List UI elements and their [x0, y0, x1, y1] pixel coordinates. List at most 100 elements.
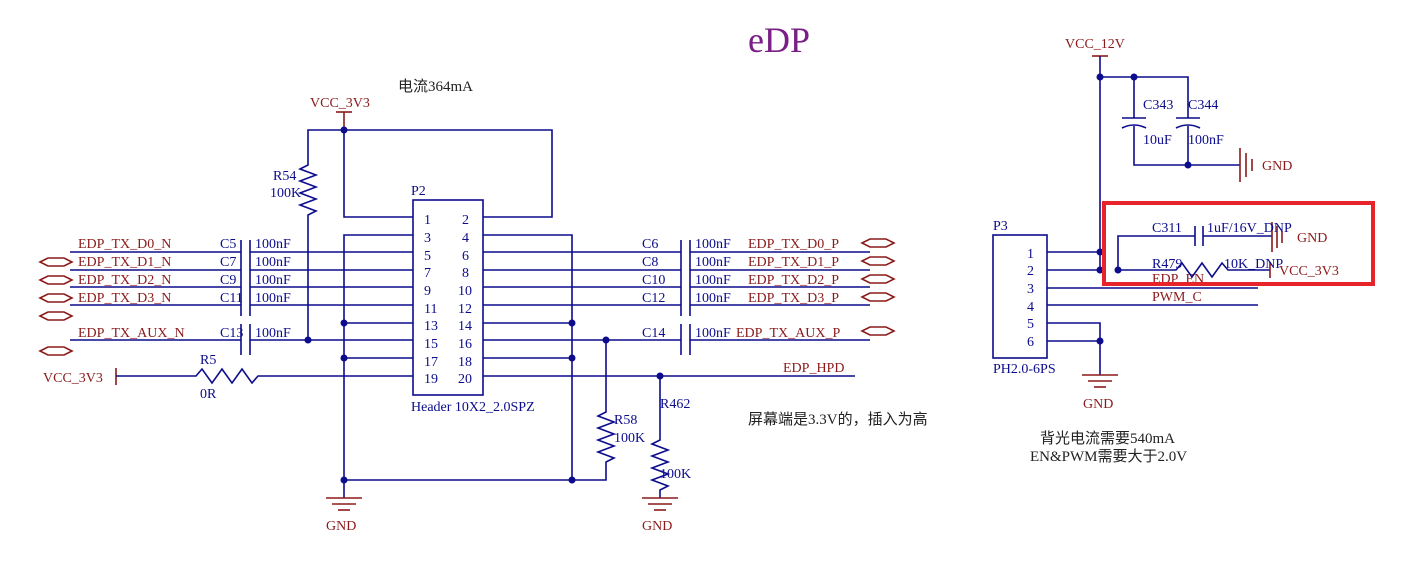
gnd-hpd-symbol	[642, 497, 678, 511]
p2-pin-19: 19	[424, 372, 438, 387]
backlight-current-note: 背光电流需要540mA	[1040, 430, 1175, 447]
p3-pin-2: 2	[1027, 264, 1034, 279]
signal-auxp: EDP_TX_AUX_P	[736, 326, 840, 341]
c7-value: 100nF	[255, 255, 291, 270]
en-pwm-note: EN&PWM需要大于2.0V	[1030, 448, 1187, 465]
c13-ref: C13	[220, 326, 243, 341]
c10-value: 100nF	[695, 273, 731, 288]
page-title: eDP	[748, 20, 810, 60]
p2-pin-2: 2	[462, 213, 469, 228]
c311-value: 1uF/16V_DNP	[1207, 221, 1292, 236]
right-signal-lines	[483, 251, 870, 341]
r5-value: 0R	[200, 387, 217, 402]
gnd-hpd-label: GND	[642, 519, 672, 534]
c11-value: 100nF	[255, 291, 291, 306]
r54-value: 100K	[270, 186, 301, 201]
vcc12v-label: VCC_12V	[1065, 37, 1125, 52]
flag-d0n	[38, 257, 74, 267]
p2-ref: P2	[411, 184, 426, 199]
p3-connector-body	[992, 234, 1048, 359]
c8-ref: C8	[642, 255, 658, 270]
junction-pin17	[340, 354, 348, 362]
r54-resistor	[297, 129, 344, 340]
c343-value: 10uF	[1143, 133, 1172, 148]
r479-value: 10K_DNP	[1224, 257, 1283, 272]
flag-d2p	[860, 274, 896, 284]
r479-resistor	[1118, 261, 1270, 279]
p2-pin-10: 10	[458, 284, 472, 299]
highlight-box	[1102, 201, 1375, 286]
p2-pin-13: 13	[424, 319, 438, 334]
flag-d1n	[38, 275, 74, 285]
r479-ref: R479	[1152, 257, 1182, 272]
r54-ref: R54	[273, 169, 296, 184]
p2-connector-body	[412, 199, 484, 396]
signal-d1p: EDP_TX_D1_P	[748, 255, 839, 270]
flag-auxn	[38, 346, 74, 356]
p2-pin-20: 20	[458, 372, 472, 387]
p2-pin-14: 14	[458, 319, 472, 334]
c13-value: 100nF	[255, 326, 291, 341]
gnd-c311-symbol	[1271, 222, 1283, 252]
flag-d1p	[860, 256, 896, 266]
c344-ref: C344	[1188, 98, 1218, 113]
signal-d2p: EDP_TX_D2_P	[748, 273, 839, 288]
signal-d3n: EDP_TX_D3_N	[78, 291, 171, 306]
right-caps	[680, 238, 691, 358]
p2-pin-8: 8	[462, 266, 469, 281]
c12-value: 100nF	[695, 291, 731, 306]
signal-d2n: EDP_TX_D2_N	[78, 273, 171, 288]
r462-value: 100K	[660, 467, 691, 482]
caps-gnd-wire	[1133, 126, 1240, 166]
p2-pin-6: 6	[462, 249, 469, 264]
hpd-label: EDP_HPD	[783, 361, 844, 376]
pin2-to-3v3-wire	[344, 129, 553, 218]
p2-pin-numbers-right: 2 4 6 8 10 12 14 16 18 20	[458, 213, 472, 387]
junction-p3-pin1	[1096, 248, 1104, 256]
r462-resistor	[649, 376, 671, 498]
c9-value: 100nF	[255, 273, 291, 288]
c344-top-wire	[1100, 76, 1189, 118]
junction-p3-gnd	[1096, 337, 1104, 345]
flag-d3n	[38, 311, 74, 321]
r462-ref: R462	[660, 397, 690, 412]
vcc3v3-top-label: VCC_3V3	[310, 96, 370, 111]
c344-value: 100nF	[1188, 133, 1224, 148]
signal-auxn: EDP_TX_AUX_N	[78, 326, 185, 341]
gnd-left-label: GND	[326, 519, 356, 534]
c14-value: 100nF	[695, 326, 731, 341]
flag-auxp	[860, 326, 896, 336]
flag-d2n	[38, 293, 74, 303]
flag-d0p	[860, 238, 896, 248]
p2-pin-16: 16	[458, 337, 472, 352]
p2-pin-numbers-left: 1 3 5 7 9 11 13 15 17 19	[424, 213, 438, 387]
c9-ref: C9	[220, 273, 236, 288]
c6-value: 100nF	[695, 237, 731, 252]
c343-ref: C343	[1143, 98, 1173, 113]
right-cap-gap	[681, 238, 690, 358]
flag-d3p	[860, 292, 896, 302]
r5-ref: R5	[200, 353, 216, 368]
c5-value: 100nF	[255, 237, 291, 252]
junction-p3-pin2	[1096, 266, 1104, 274]
junction-pin18	[568, 354, 576, 362]
c14-ref: C14	[642, 326, 665, 341]
r5-resistor	[116, 367, 413, 385]
c343-plate-bottom	[1121, 124, 1147, 129]
c6-ref: C6	[642, 237, 658, 252]
p2-pin-12: 12	[458, 302, 472, 317]
p3-pin-6: 6	[1027, 335, 1034, 350]
gnd-p3-label: GND	[1083, 397, 1113, 412]
pwm-label: PWM_C	[1152, 290, 1202, 305]
p2-pin-11: 11	[424, 302, 437, 317]
p3-pin-3: 3	[1027, 282, 1034, 297]
vcc3v3-r479-label: VCC_3V3	[1279, 264, 1339, 279]
signal-d1n: EDP_TX_D1_N	[78, 255, 171, 270]
left-cap-gap	[241, 238, 250, 358]
p2-pin-7: 7	[424, 266, 431, 281]
p2-part: Header 10X2_2.0SPZ	[411, 400, 535, 415]
c7-ref: C7	[220, 255, 236, 270]
screen-end-note: 屏幕端是3.3V的，插入为高	[748, 411, 928, 428]
gnd-caps-symbol	[1239, 148, 1253, 182]
c311-left-wire	[1117, 235, 1195, 270]
